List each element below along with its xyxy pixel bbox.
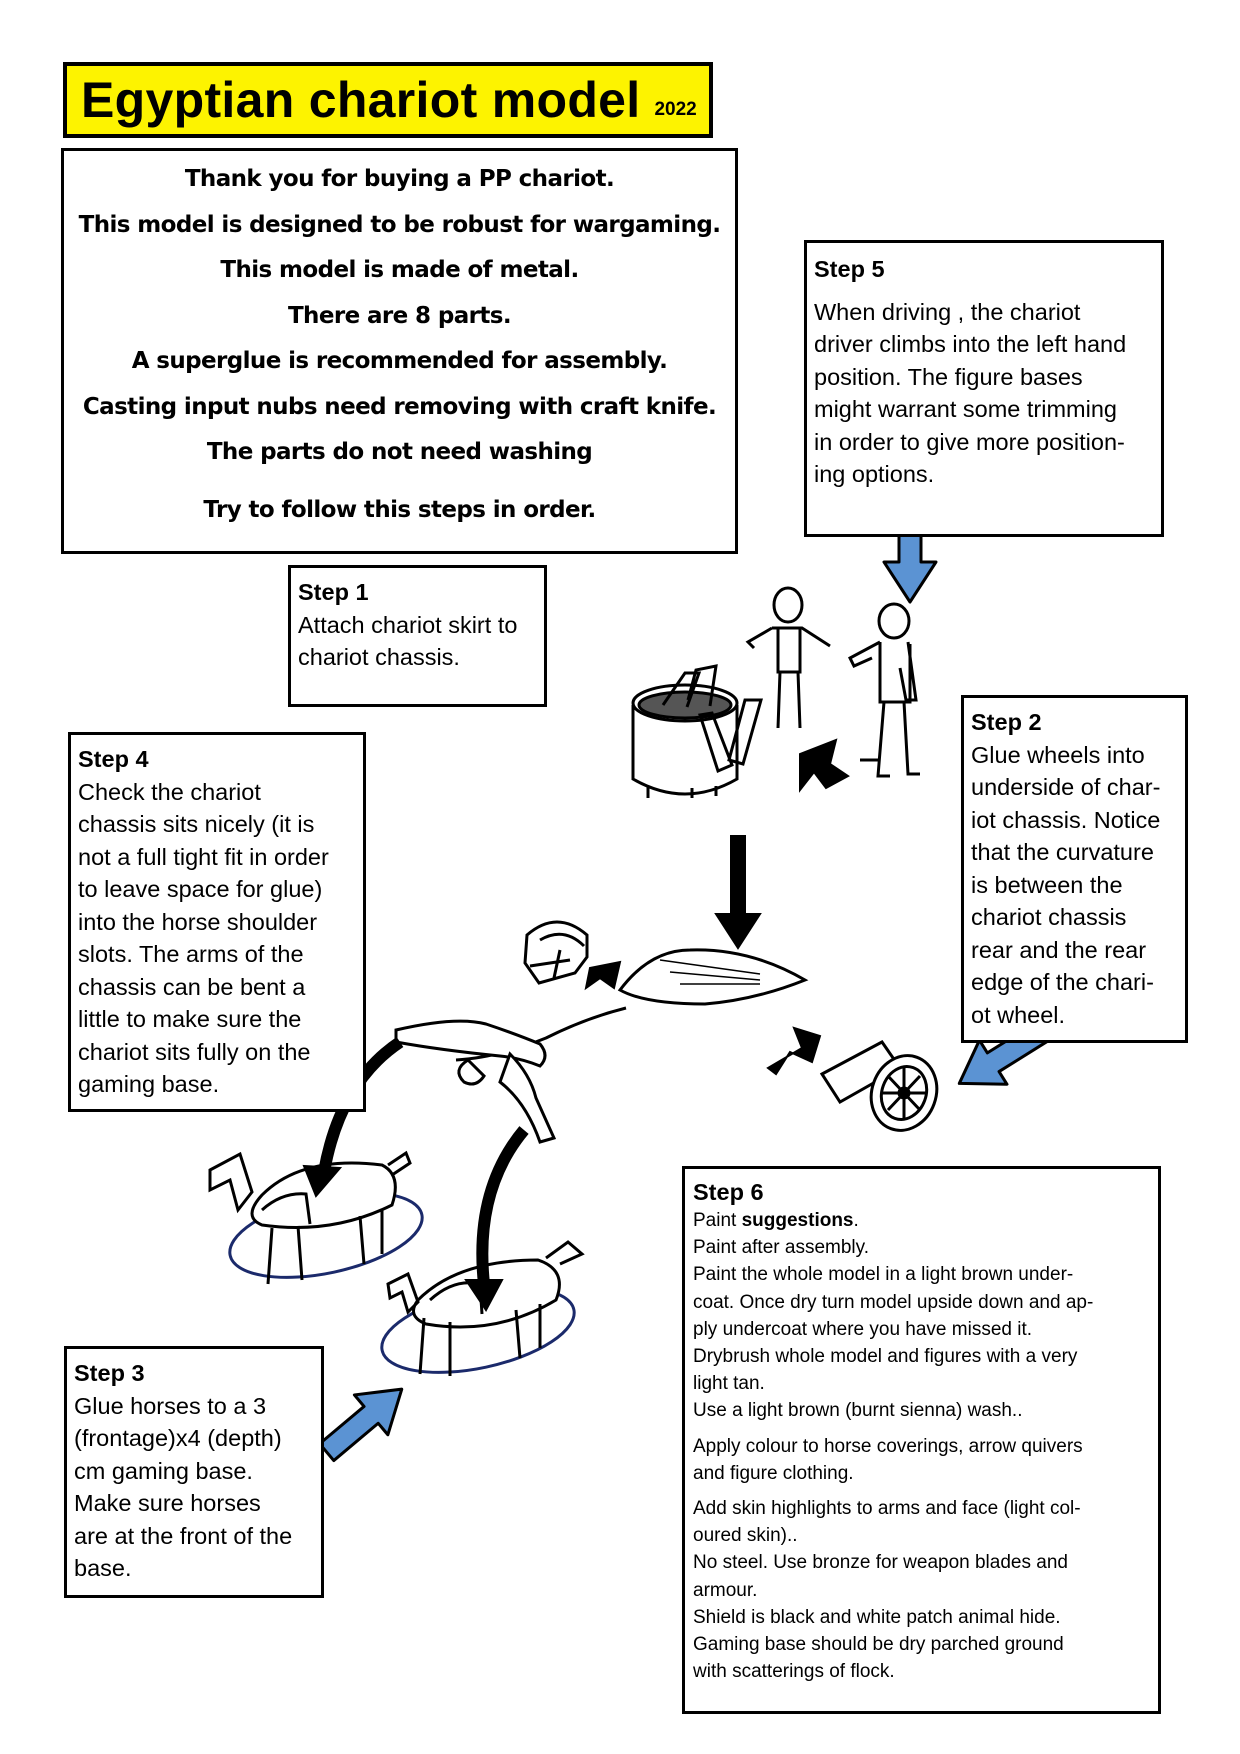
intro-line: Try to follow this steps in order. [203,496,596,523]
page-title-banner: Egyptian chariot model 2022 [63,62,713,138]
step-body: Check the chariot chassis sits nicely (i… [78,778,329,1098]
figure-drawings [745,586,920,778]
step-body: Glue wheels into underside of char- iot … [971,741,1161,1028]
highlight-instructions: Add skin highlights to arms and face (li… [693,1498,1081,1683]
wheel-drawing [819,1040,939,1132]
intro-line: This model is made of metal. [220,257,579,283]
step-heading: Step 2 [971,709,1042,735]
step-heading: Step 4 [78,746,149,772]
paint-instructions: Paint after assembly. Paint the whole mo… [693,1237,1094,1422]
step-body: Attach chariot skirt to chariot chassis. [298,611,518,671]
paint-suggestions-line: Paint suggestions. [693,1210,859,1231]
intro-line: Thank you for buying a PP chariot. [184,166,615,192]
intro-line: This model is designed to be robust for … [78,211,721,238]
intro-line: There are 8 parts. [287,302,512,329]
step-6-box: Step 6 Paint suggestions. Paint after as… [682,1166,1161,1714]
intro-line: The parts do not need washing [206,439,593,465]
chariot-chassis-drawing [394,948,809,1144]
step-5-box: Step 5 When driving , the chariot driver… [804,240,1164,537]
title-year: 2022 [654,99,697,120]
intro-line: Casting input nubs need removing with cr… [82,393,717,420]
colour-instructions: Apply colour to horse coverings, arrow q… [693,1435,1083,1484]
step-heading: Step 5 [814,256,885,282]
step-3-box: Step 3 Glue horses to a 3 (frontage)x4 (… [64,1346,324,1598]
step-heading: Step 1 [298,579,369,605]
step-heading: Step 3 [74,1360,145,1386]
shield-drawing [523,920,589,985]
step-1-box: Step 1 Attach chariot skirt to chariot c… [288,565,547,707]
step-heading: Step 6 [693,1179,764,1205]
page-title: Egyptian chariot model [81,72,641,128]
step-body: When driving , the chariot driver climbs… [814,298,1127,488]
intro-line: A superglue is recommended for assembly. [131,348,668,374]
step-4-box: Step 4 Check the chariot chassis sits ni… [68,732,366,1112]
chariot-skirt-drawing [631,664,763,798]
step-2-box: Step 2 Glue wheels into underside of cha… [961,695,1188,1043]
step-body: Glue horses to a 3 (frontage)x4 (depth) … [74,1392,293,1582]
intro-panel: Thank you for buying a PP chariot. This … [61,148,738,554]
